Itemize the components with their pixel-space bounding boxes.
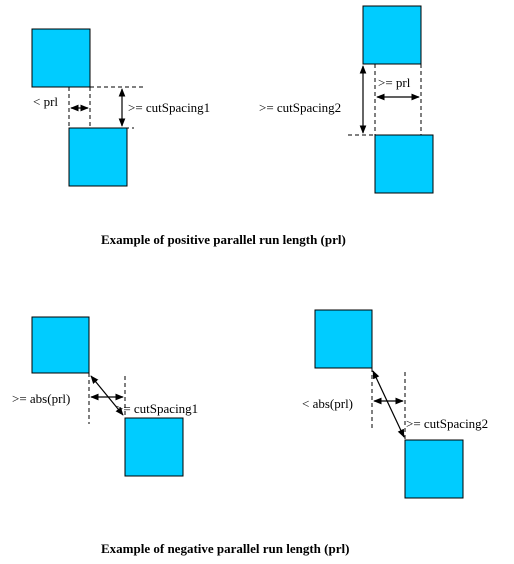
caption-positive: Example of positive parallel run length …	[101, 232, 346, 247]
panel-positive-cutspacing2: >= cutSpacing2 >= prl	[259, 5, 434, 194]
panel-negative-cutspacing2: < abs(prl) >= cutSpacing2	[302, 309, 488, 499]
label-lt-prl: < prl	[33, 94, 58, 109]
label-cutspacing2: >= cutSpacing2	[259, 100, 341, 115]
caption-negative: Example of negative parallel run length …	[101, 541, 349, 556]
lower-cut-shape	[68, 127, 128, 187]
label-lt-abs-prl: < abs(prl)	[302, 396, 353, 411]
panel-positive-cutspacing1: < prl >= cutSpacing1	[31, 28, 210, 187]
label-cutspacing1: >= cutSpacing1	[128, 100, 210, 115]
lower-cut-shape	[124, 417, 184, 477]
lower-cut-shape	[374, 134, 434, 194]
cutspacing1-arrow	[90, 375, 124, 416]
upper-cut-shape	[362, 5, 422, 65]
upper-cut-shape	[314, 309, 373, 369]
label-cutspacing2: >= cutSpacing2	[406, 416, 488, 431]
label-ge-prl: >= prl	[378, 75, 411, 90]
upper-cut-shape	[31, 316, 90, 374]
lower-cut-shape	[404, 439, 464, 499]
label-ge-abs-prl: >= abs(prl)	[12, 391, 70, 406]
cutspacing2-arrow	[372, 370, 405, 438]
label-cutspacing1: >= cutSpacing1	[116, 401, 198, 416]
panel-negative-cutspacing1: >= abs(prl) >= cutSpacing1	[12, 316, 198, 477]
upper-cut-shape	[31, 28, 91, 88]
